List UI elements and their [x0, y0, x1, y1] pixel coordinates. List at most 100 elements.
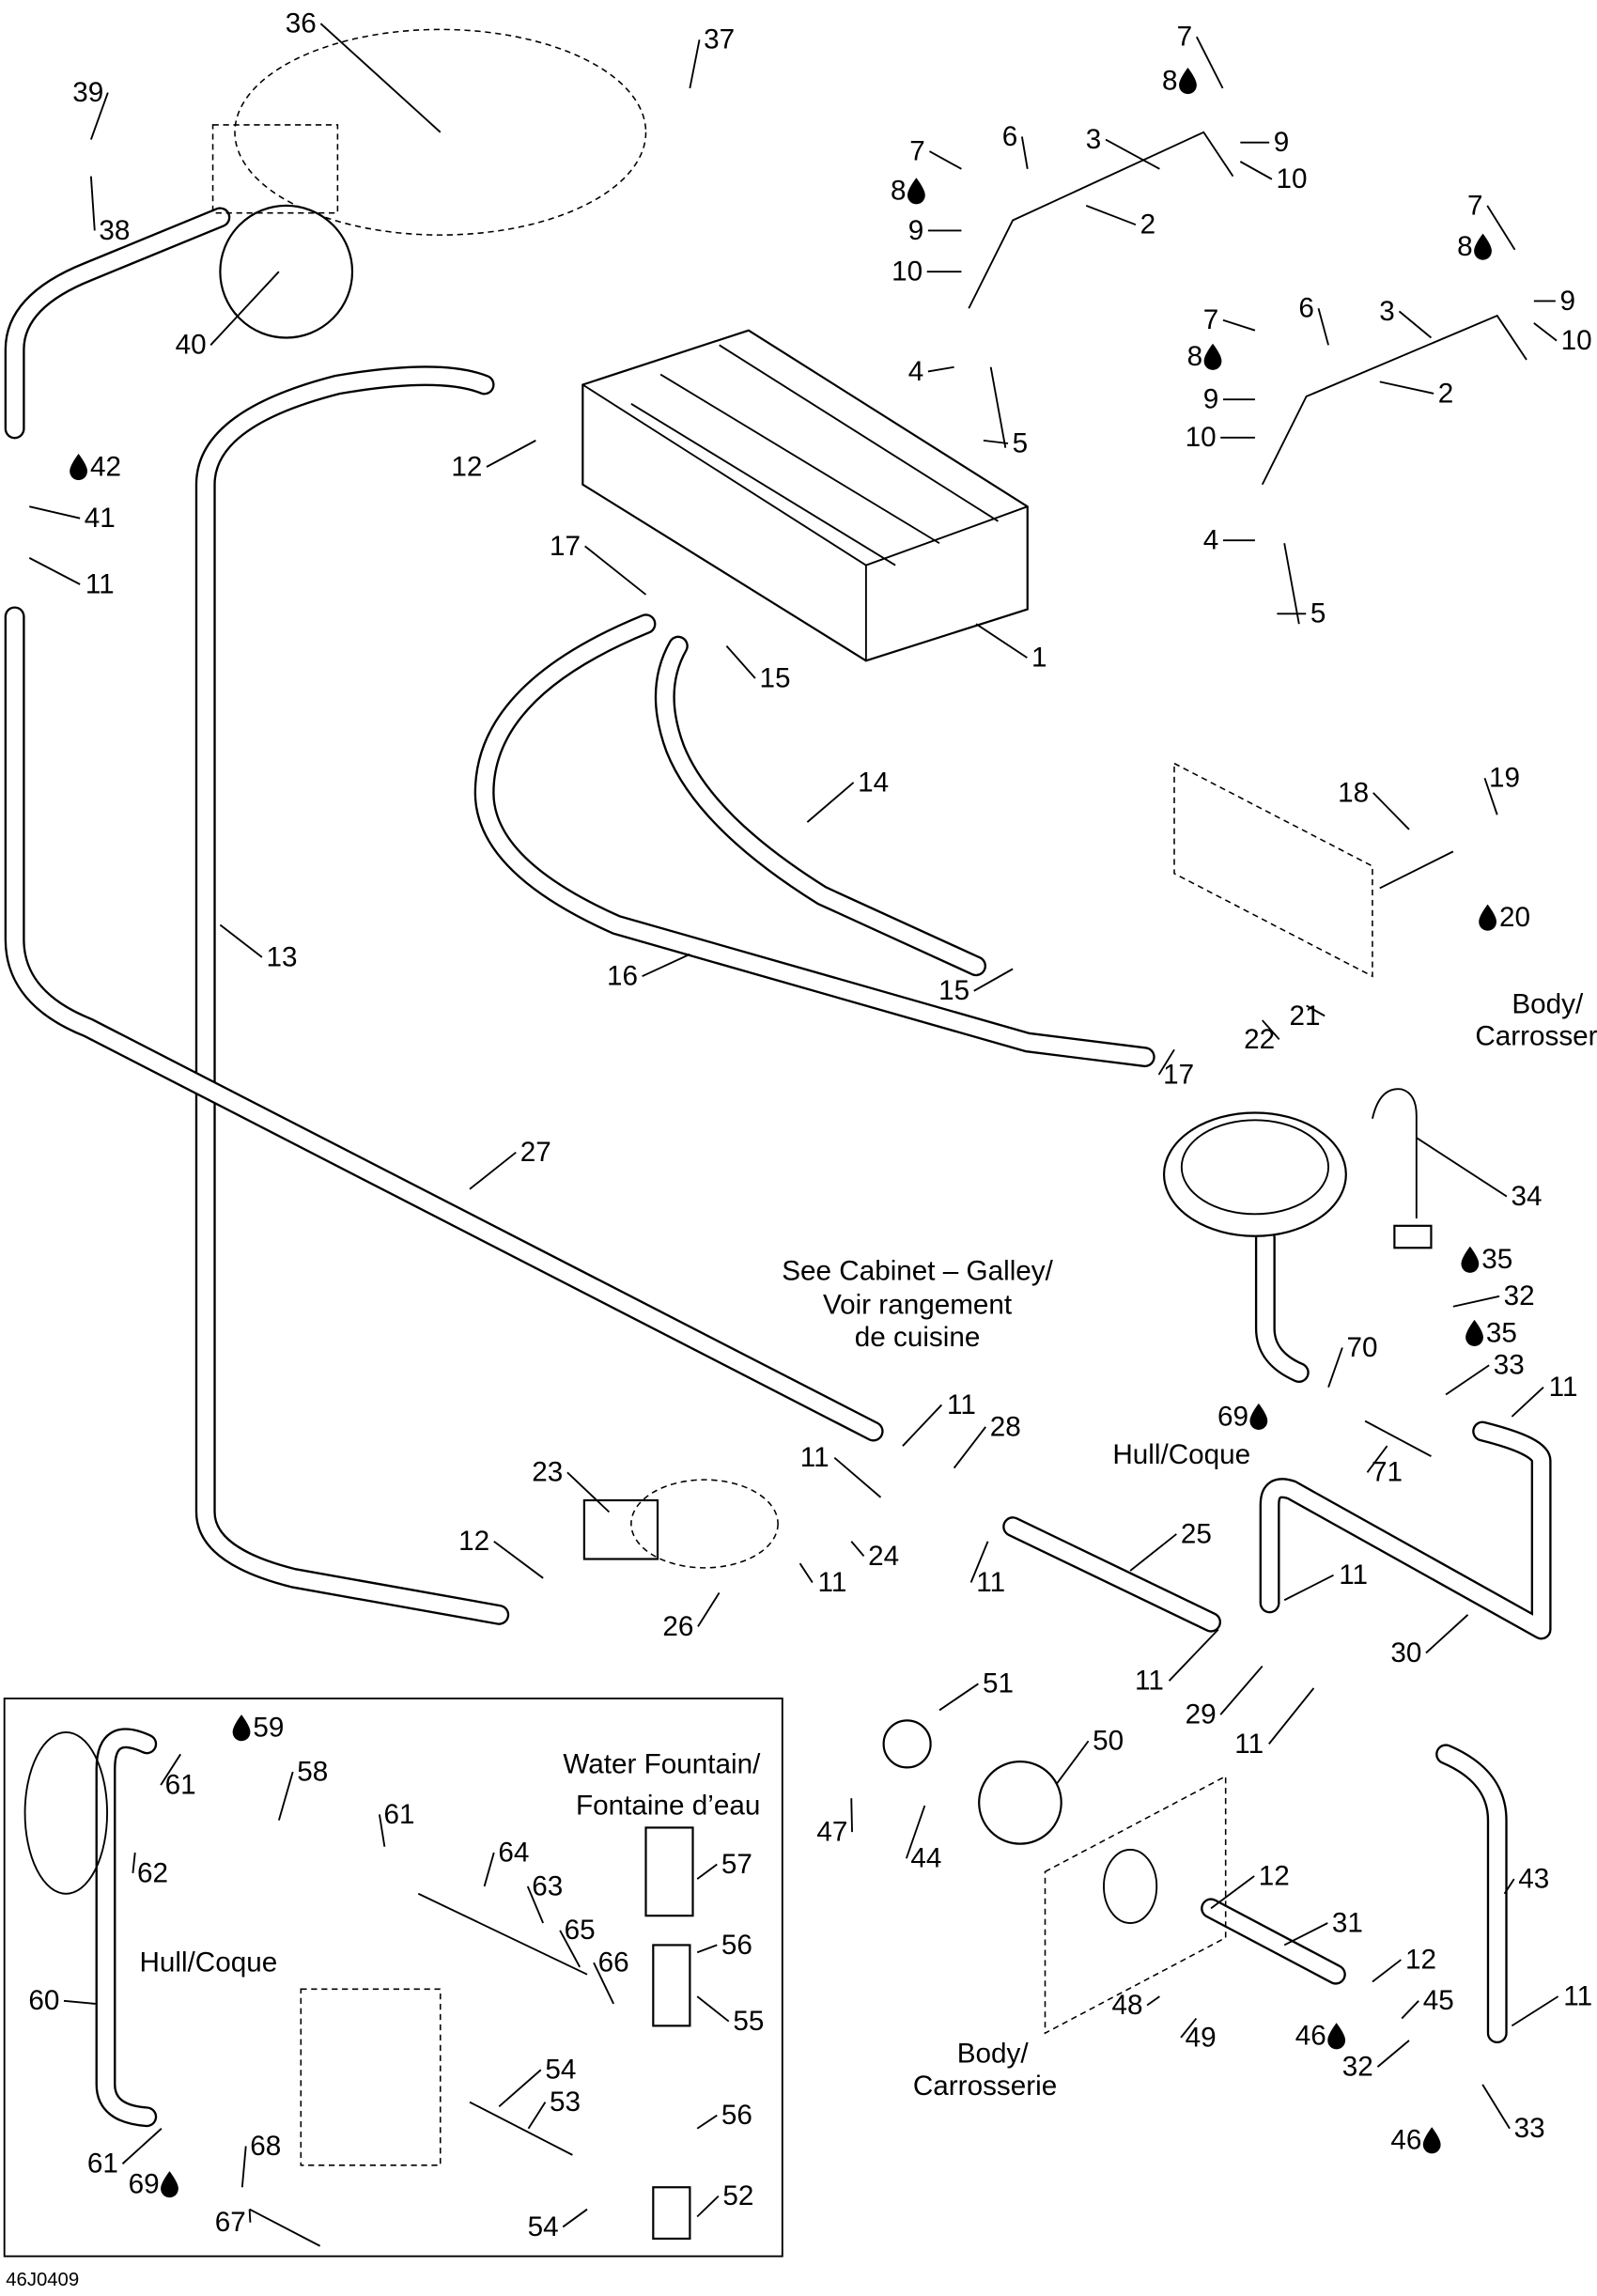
callout-part-61: 61 — [87, 2149, 118, 2180]
callout-part-20: 20 — [1499, 902, 1530, 933]
leader-line — [526, 1885, 544, 1924]
note-hull-main: Hull/Coque — [1112, 1439, 1250, 1470]
callout-part-8: 8 — [891, 176, 907, 207]
leader-line — [469, 1151, 517, 1190]
callout-part-67: 67 — [215, 2207, 246, 2238]
filler-neck-assembly — [234, 28, 647, 236]
sealant-drop-icon — [1479, 904, 1496, 931]
callout-part-48: 48 — [1111, 1990, 1142, 2021]
leader-line — [696, 1863, 718, 1880]
callout-part-7: 7 — [1203, 304, 1219, 335]
hose-25 — [1002, 1516, 1221, 1633]
callout-part-25: 25 — [1181, 1518, 1212, 1549]
note-see-cabinet-2: Voir rangement — [823, 1290, 1013, 1321]
leader-line — [953, 1426, 986, 1469]
callout-part-32: 32 — [1504, 1280, 1535, 1311]
drawing-code: 46J0409 — [6, 2270, 79, 2290]
water-fountain-inset-frame — [3, 1698, 783, 2257]
leader-line — [798, 1562, 814, 1584]
leader-line — [1210, 1875, 1255, 1910]
leader-line — [1511, 1995, 1559, 2027]
leader-line — [89, 92, 109, 140]
sealant-drop-icon — [1179, 68, 1197, 95]
callout-part-8: 8 — [1187, 341, 1203, 372]
leader-line — [725, 645, 756, 679]
hose-14 — [654, 635, 986, 977]
leader-line — [219, 923, 263, 958]
callout-part-31: 31 — [1332, 1907, 1363, 1938]
leader-line — [1306, 1004, 1326, 1017]
callout-part-7: 7 — [909, 135, 925, 166]
leader-line — [209, 271, 280, 346]
callout-part-23: 23 — [532, 1457, 563, 1488]
leader-line — [975, 623, 1028, 659]
leader-line — [1379, 380, 1434, 395]
leader-line — [1157, 1048, 1175, 1076]
leader-line — [562, 2208, 588, 2228]
callout-part-30: 30 — [1390, 1637, 1421, 1668]
callout-part-12: 12 — [1405, 1944, 1436, 1975]
leader-line — [527, 2102, 547, 2130]
callout-part-53: 53 — [550, 2087, 581, 2118]
parts-drawing — [4, 28, 1552, 2247]
leader-line — [850, 1798, 853, 1833]
faucet-base — [1393, 1224, 1433, 1249]
hose-60 — [95, 1728, 158, 2128]
callout-part-42: 42 — [90, 451, 121, 482]
leader-line — [240, 2146, 247, 2188]
callout-part-61: 61 — [383, 1799, 414, 1830]
sink-bowl-inner — [1180, 1119, 1329, 1216]
callout-part-17: 17 — [550, 531, 581, 562]
water-tank — [581, 329, 1029, 662]
callout-part-9: 9 — [908, 215, 924, 246]
inset-title-2: Fontaine d’eau — [576, 1790, 760, 1821]
leader-line — [697, 1591, 721, 1627]
callout-part-64: 64 — [498, 1837, 529, 1868]
callout-part-19: 19 — [1489, 763, 1520, 794]
callout-part-51: 51 — [983, 1668, 1014, 1699]
leader-line — [1129, 1533, 1177, 1572]
sealant-drop-icon — [70, 453, 87, 481]
sealant-drop-icon — [1422, 2127, 1441, 2154]
leader-line — [983, 439, 1009, 444]
leader-line — [833, 1456, 882, 1498]
callout-part-4: 4 — [1203, 525, 1219, 556]
callout-part-65: 65 — [565, 1915, 596, 1946]
callout-part-14: 14 — [858, 767, 889, 798]
callout-part-10: 10 — [1186, 422, 1217, 453]
callout-part-33: 33 — [1494, 1350, 1525, 1381]
hose-16 — [473, 613, 1155, 1068]
leader-line — [929, 150, 962, 170]
hose-13 — [194, 365, 510, 1625]
callout-part-45: 45 — [1423, 1985, 1454, 2016]
callout-part-11: 11 — [947, 1389, 976, 1420]
tank-strap-bracket — [1261, 314, 1527, 486]
callout-part-60: 60 — [28, 1985, 59, 2016]
leader-line — [1372, 1959, 1402, 1983]
callout-part-56: 56 — [721, 1930, 752, 1961]
callout-part-13: 13 — [266, 941, 297, 972]
callout-part-54: 54 — [528, 2211, 559, 2242]
leader-line — [1445, 1364, 1490, 1396]
hose-30 — [1259, 1420, 1552, 1640]
leader-line — [498, 2069, 542, 2108]
note-body-top-2: Carrosserie — [1475, 1021, 1597, 1052]
callout-part-57: 57 — [721, 1849, 752, 1880]
filler-bracket — [211, 124, 339, 214]
leader-line — [1425, 1614, 1469, 1654]
leader-line — [806, 782, 855, 823]
callout-part-11: 11 — [800, 1442, 830, 1473]
sealant-drop-icon — [1203, 343, 1222, 370]
callout-part-26: 26 — [662, 1611, 693, 1642]
leader-line — [559, 1930, 581, 1968]
sealant-drop-icon — [1249, 1403, 1268, 1431]
callout-part-7: 7 — [1467, 190, 1483, 221]
pump-motor — [882, 1719, 932, 1769]
callout-part-55: 55 — [733, 2006, 764, 2037]
leader-line — [378, 1814, 386, 1847]
leader-line — [1268, 1687, 1315, 1745]
callout-part-46: 46 — [1295, 2021, 1326, 2052]
callout-part-70: 70 — [1346, 1332, 1377, 1363]
callout-part-7: 7 — [1177, 22, 1193, 53]
sink-bowl — [1162, 1111, 1347, 1237]
